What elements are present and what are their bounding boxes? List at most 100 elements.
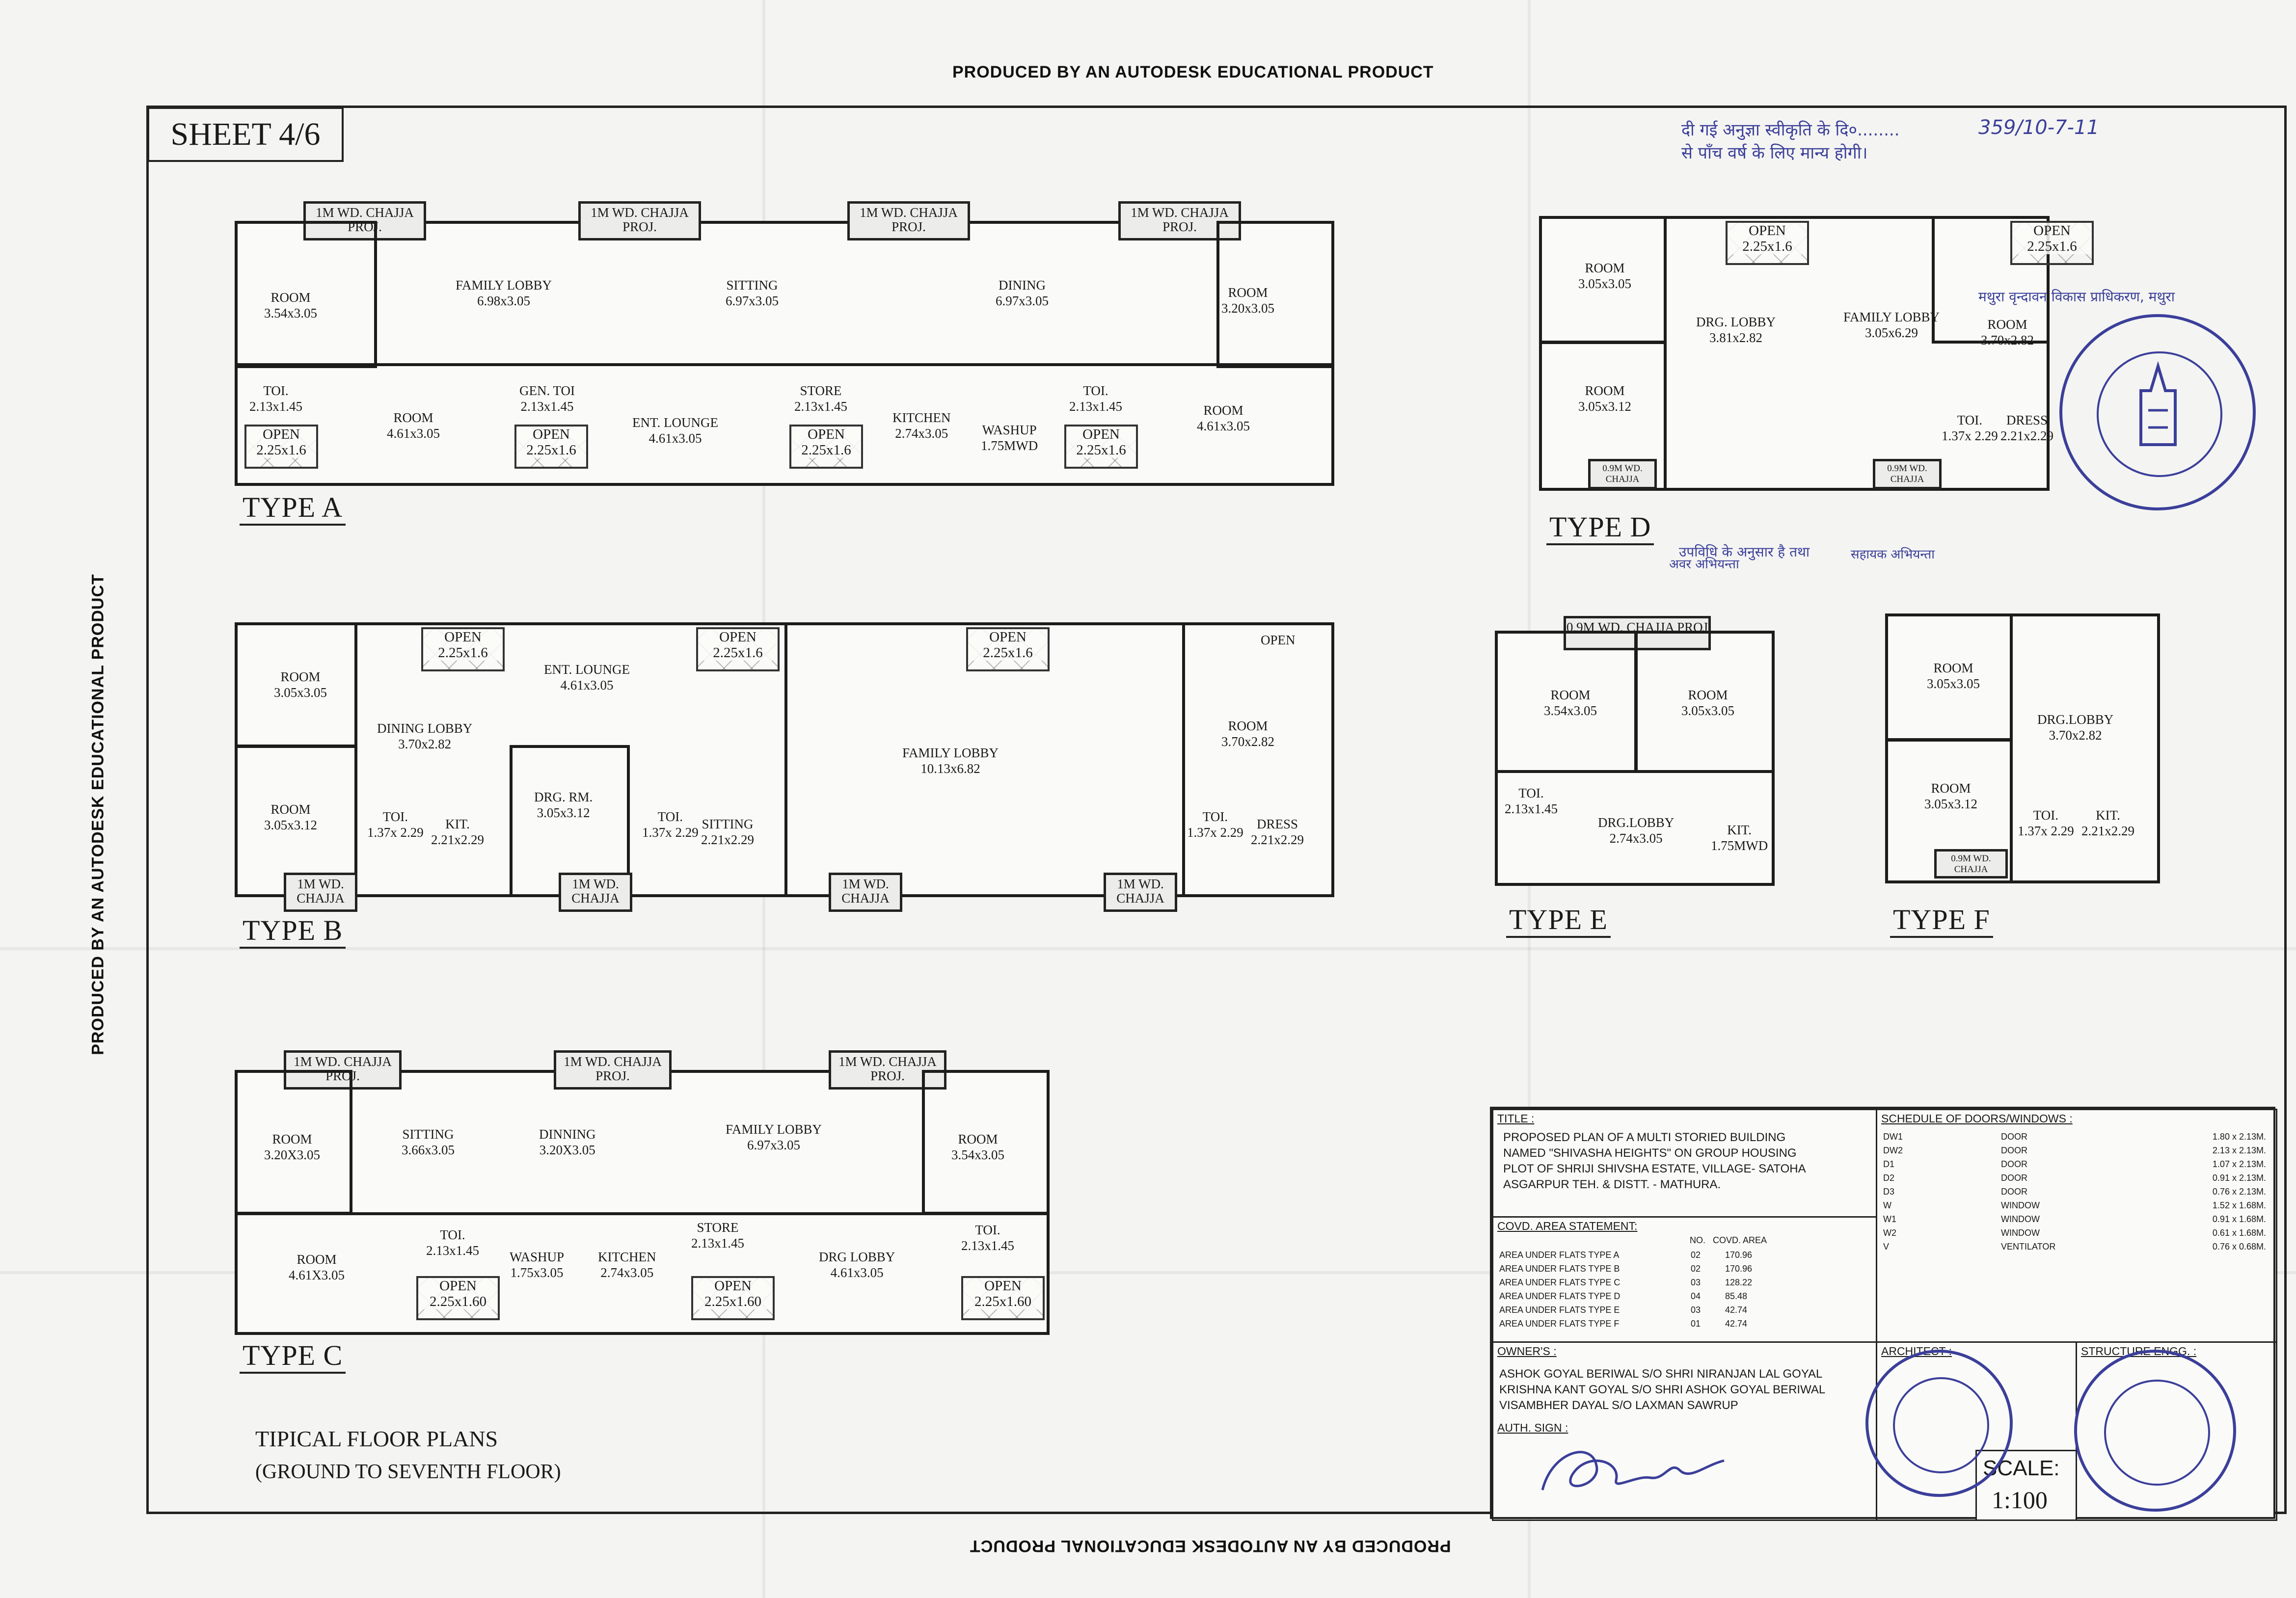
drawing-frame	[146, 106, 2287, 1514]
owners-label: OWNER'S :	[1497, 1345, 1557, 1358]
room-label: TOI.1.37x 2.29	[642, 809, 699, 840]
architect-seal-stamp	[1865, 1350, 2013, 1497]
chajja: 0.9M WD. CHAJJA	[1588, 459, 1657, 489]
schedule-cell: 1.52 x 1.68M.	[2212, 1200, 2266, 1210]
owner-line: ASHOK GOYAL BERIWAL S/O SHRI NIRANJAN LA…	[1499, 1367, 1823, 1381]
room-wall	[1885, 739, 2013, 883]
outer-wall	[235, 1070, 1050, 1335]
room-label: TOI.1.37x 2.29	[2018, 808, 2074, 838]
covd-cell: 42.74	[1725, 1319, 1748, 1329]
room-label: DRG. RM.3.05x3.12	[534, 790, 593, 820]
approval-validity-line1: दी गई अनुज्ञा स्वीकृति के दि०........	[1681, 120, 1900, 140]
plan-type-c: 1M WD. CHAJJA PROJ. 1M WD. CHAJJA PROJ. …	[235, 1050, 1050, 1340]
schedule-cell: 0.61 x 1.68M.	[2212, 1228, 2266, 1238]
schedule-cell: W2	[1883, 1228, 1896, 1238]
map-number: 359/10-7-11	[1978, 116, 2099, 139]
chajja-projection: 1M WD. CHAJJA PROJ.	[578, 201, 701, 240]
title-line: PROPOSED PLAN OF A MULTI STORIED BUILDIN…	[1503, 1131, 1786, 1144]
schedule-cell: W1	[1883, 1214, 1896, 1224]
autodesk-banner-left: PRODUCED BY AN AUTODESK EDUCATIONAL PROD…	[88, 574, 108, 1055]
covd-cell: AREA UNDER FLATS TYPE C	[1499, 1278, 1621, 1287]
open-shaft: OPEN 2.25x1.6	[696, 627, 780, 671]
schedule-cell: DOOR	[2001, 1187, 2027, 1197]
room-label: TOI.1.37x 2.29	[367, 809, 424, 840]
schedule-cell: 1.80 x 2.13M.	[2212, 1132, 2266, 1142]
room-label: TOI.2.13x1.45	[961, 1223, 1014, 1253]
owner-line: KRISHNA KANT GOYAL S/O SHRI ASHOK GOYAL …	[1499, 1383, 1826, 1396]
open-shaft: OPEN 2.25x1.6	[514, 425, 588, 469]
plan-label-type-c: TYPE C	[240, 1339, 346, 1374]
authority-seal-stamp	[2059, 314, 2256, 510]
schedule-cell: 2.13 x 2.13M.	[2212, 1145, 2266, 1155]
auth-sign-label: AUTH. SIGN :	[1497, 1421, 1568, 1434]
schedule-cell: DW1	[1883, 1132, 1903, 1142]
covd-cell: 01	[1691, 1319, 1701, 1329]
room-wall	[235, 1212, 1050, 1335]
project-title: PROPOSED PLAN OF A MULTI STORIED BUILDIN…	[1503, 1130, 1806, 1193]
covd-cell: AREA UNDER FLATS TYPE B	[1499, 1264, 1620, 1274]
room-wall	[1539, 341, 1667, 491]
schedule-cell: D1	[1883, 1159, 1895, 1169]
plan-label-type-f: TYPE F	[1890, 903, 1993, 938]
schedule-cell: DOOR	[2001, 1159, 2027, 1169]
room-label: TOI.2.13x1.45	[1069, 383, 1122, 414]
schedule-cell: 1.07 x 2.13M.	[2212, 1159, 2266, 1169]
chajja: 1M WD. CHAJJA	[559, 873, 632, 912]
owners-section: OWNER'S : ASHOK GOYAL BERIWAL S/O SHRI N…	[1492, 1341, 1877, 1521]
title-section: TITLE : PROPOSED PLAN OF A MULTI STORIED…	[1492, 1109, 1877, 1218]
covd-cell: 02	[1691, 1264, 1701, 1274]
covd-cell: AREA UNDER FLATS TYPE E	[1499, 1305, 1620, 1315]
covd-cell: 128.22	[1725, 1278, 1753, 1287]
room-label: TOI.2.13x1.45	[1505, 786, 1558, 816]
covd-cell: 85.48	[1725, 1291, 1748, 1301]
schedule-cell: 0.91 x 2.13M.	[2212, 1173, 2266, 1183]
room-label: TOI.1.37x 2.29	[1187, 809, 1243, 840]
chajja: 1M WD. CHAJJA	[1104, 873, 1177, 912]
room-wall	[1932, 216, 2050, 344]
covd-cell: 03	[1691, 1305, 1701, 1315]
covd-header: NO. COVD. AREA	[1690, 1235, 1767, 1245]
floor-plans-title: TIPICAL FLOOR PLANS	[255, 1426, 498, 1451]
covd-cell: 03	[1691, 1278, 1701, 1287]
autodesk-banner-top: PRODUCED BY AN AUTODESK EDUCATIONAL PROD…	[952, 63, 1434, 81]
title-line: PLOT OF SHRIJI SHIVSHA ESTATE, VILLAGE- …	[1503, 1162, 1806, 1175]
chajja-projection: 1M WD. CHAJJA PROJ.	[847, 201, 970, 240]
room-label: KIT.2.21x2.29	[2081, 808, 2134, 838]
room-wall	[235, 363, 1334, 486]
